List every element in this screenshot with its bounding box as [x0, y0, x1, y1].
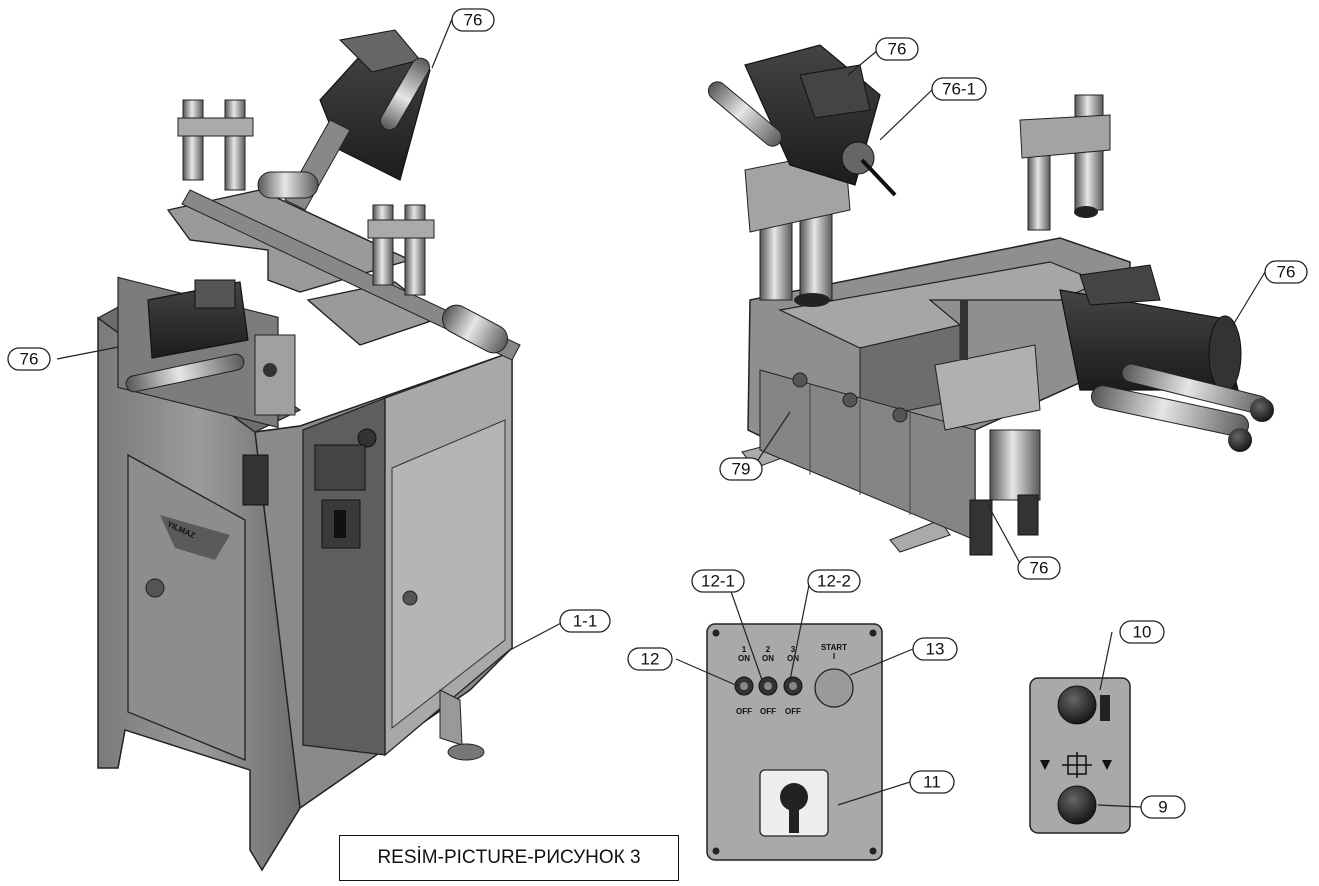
callout-12-1: 12-1 — [691, 569, 745, 593]
switch2-number: 2 — [766, 645, 771, 654]
svg-text:11: 11 — [923, 773, 941, 792]
svg-text:76: 76 — [1030, 559, 1049, 578]
callout-12-2: 12-2 — [807, 569, 861, 593]
switch2-on-label: ON — [762, 654, 774, 663]
callout-10: 10 — [1119, 620, 1165, 644]
svg-text:12: 12 — [641, 650, 660, 669]
switch3-off-label: OFF — [785, 707, 801, 716]
push-button-top[interactable] — [1057, 685, 1097, 725]
svg-text:12-2: 12-2 — [817, 572, 851, 591]
switch1-number: 1 — [742, 645, 747, 654]
switch3-number: 3 — [791, 645, 796, 654]
figure-caption: RESİM-PICTURE-РИСУНОК 3 — [339, 835, 679, 881]
leader-lines — [56, 18, 1266, 808]
switch1-off-label: OFF — [736, 707, 752, 716]
main-rotary-switch[interactable] — [759, 769, 829, 837]
toggle-switch-2[interactable] — [758, 676, 778, 696]
machine-left-illustration: YILMAZ — [96, 29, 521, 872]
svg-text:76: 76 — [888, 40, 907, 59]
callout-13: 13 — [912, 637, 958, 661]
svg-text:9: 9 — [1158, 798, 1167, 817]
switch2-off-label: OFF — [760, 707, 776, 716]
toggle-switch-3[interactable] — [783, 676, 803, 696]
callout-9: 9 — [1140, 795, 1186, 819]
switch3-on-label: ON — [787, 654, 799, 663]
callout-76-top-right: 76 — [875, 37, 919, 61]
svg-text:79: 79 — [732, 460, 751, 479]
svg-text:1-1: 1-1 — [573, 612, 598, 631]
callout-12: 12 — [627, 647, 673, 671]
callout-76-left: 76 — [7, 347, 51, 371]
svg-text:12-1: 12-1 — [701, 572, 735, 591]
machine-right-illustration — [707, 44, 1274, 556]
callout-1-1: 1-1 — [559, 609, 611, 633]
control-panel-illustration: 1 ON 2 ON 3 ON OFF OFF OFF START I — [706, 623, 883, 861]
small-switch-panel-illustration — [1029, 677, 1131, 834]
callout-11: 11 — [909, 770, 955, 794]
start-button[interactable] — [814, 668, 854, 708]
pneumatic-symbol-icon — [1040, 752, 1112, 778]
push-button-bottom[interactable] — [1057, 785, 1097, 825]
svg-text:76-1: 76-1 — [942, 80, 976, 99]
svg-text:10: 10 — [1133, 623, 1152, 642]
svg-text:76: 76 — [464, 11, 483, 30]
start-symbol: I — [833, 652, 835, 661]
svg-text:13: 13 — [926, 640, 945, 659]
callout-76-right: 76 — [1264, 260, 1308, 284]
callout-79: 79 — [719, 457, 763, 481]
start-label: START — [821, 643, 847, 652]
svg-text:76: 76 — [20, 350, 39, 369]
callout-76-1: 76-1 — [931, 77, 987, 101]
callout-76-bottom: 76 — [1017, 556, 1061, 580]
callout-76-top-left: 76 — [451, 8, 495, 32]
switch1-on-label: ON — [738, 654, 750, 663]
toggle-switch-1[interactable] — [734, 676, 754, 696]
svg-text:76: 76 — [1277, 263, 1296, 282]
